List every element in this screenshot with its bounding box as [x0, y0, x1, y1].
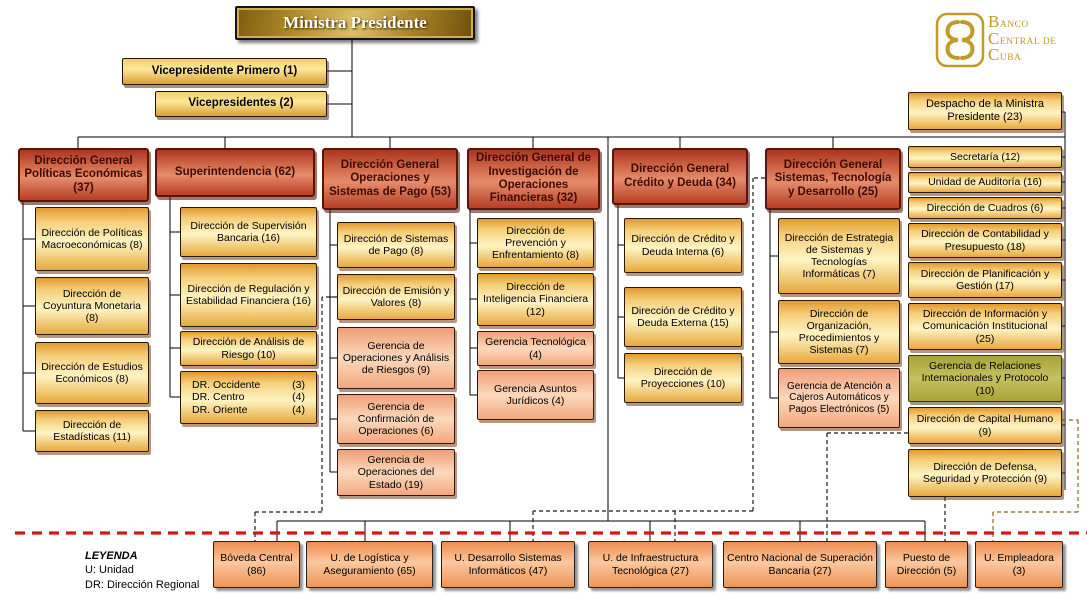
box-planificacion-gestion: Dirección de Planificación y Gestión (17… [908, 262, 1062, 298]
box-direcciones-regionales: DR. Occidente (3) DR. Centro (4) DR. Ori… [180, 371, 317, 424]
box-dg-investigacion-operaciones-financieras: Dirección General de Investigación de Op… [467, 148, 600, 210]
box-gerencia-cajeros-pagos-electronicos: Gerencia de Atención a Cajeros Automátic… [778, 368, 900, 428]
dr-centro-row: DR. Centro (4) [192, 391, 305, 404]
box-supervision-bancaria: Dirección de Supervisión Bancaria (16) [180, 207, 317, 257]
box-organizacion-procedimientos-sistemas: Dirección de Organización, Procedimiento… [778, 300, 900, 364]
box-vicepresidente-primero: Vicepresidente Primero (1) [122, 58, 327, 85]
bcc-emblem-icon [935, 12, 985, 68]
box-gerencia-operaciones-analisis-riesgos: Gerencia de Operaciones y Análisis de Ri… [337, 327, 455, 389]
box-estrategia-sistemas-tecnologias: Dirección de Estrategia de Sistemas y Te… [778, 218, 900, 294]
box-direccion-cuadros: Dirección de Cuadros (6) [908, 197, 1062, 219]
legend-item-direccion-regional: DR: Dirección Regional [85, 578, 200, 591]
box-centro-nacional-superacion-bancaria: Centro Nacional de Superación Bancaria (… [723, 541, 877, 588]
box-gerencia-tecnologica: Gerencia Tecnológica (4) [477, 331, 594, 366]
box-unidad-desarrollo-sistemas-informaticos: U. Desarrollo Sistemas Informáticos (47) [441, 541, 575, 588]
box-dg-operaciones-sistemas-pago: Dirección General Operaciones y Sistemas… [322, 148, 458, 210]
box-contabilidad-presupuesto: Dirección de Contabilidad y Presupuesto … [908, 223, 1062, 258]
box-dg-politicas-economicas: Dirección General Políticas Económicas (… [18, 148, 149, 202]
box-unidad-logistica-aseguramiento: U. de Logística y Aseguramiento (65) [306, 541, 433, 588]
legend-item-unidad: U: Unidad [85, 564, 134, 577]
box-gerencia-confirmacion-operaciones: Gerencia de Confirmación de Operaciones … [337, 394, 455, 444]
box-ministra-presidente: Ministra Presidente [235, 6, 475, 40]
box-superintendencia: Superintendencia (62) [155, 148, 315, 197]
box-capital-humano: Dirección de Capital Humano (9) [908, 407, 1062, 444]
box-estudios-economicos: Dirección de Estudios Económicos (8) [35, 342, 149, 404]
box-defensa-seguridad-proteccion: Dirección de Defensa, Seguridad y Protec… [908, 449, 1062, 497]
box-credito-deuda-externa: Dirección de Crédito y Deuda Externa (15… [624, 287, 742, 347]
box-estadisticas: Dirección de Estadísticas (11) [35, 410, 149, 452]
box-analisis-de-riesgo: Dirección de Análisis de Riesgo (10) [180, 331, 317, 366]
box-puesto-de-direccion: Puesto de Dirección (5) [885, 541, 968, 588]
box-regulacion-estabilidad-financiera: Dirección de Regulación y Estabilidad Fi… [180, 263, 317, 327]
legend: LEYENDA U: Unidad DR: Dirección Regional [85, 549, 199, 592]
box-unidad-infraestructura-tecnologica: U. de Infraestructura Tecnológica (27) [588, 541, 713, 588]
box-unidad-auditoria: Unidad de Auditoría (16) [908, 172, 1062, 193]
box-dg-sistemas-tecnologia-desarrollo: Dirección General Sistemas, Tecnología y… [765, 148, 901, 210]
box-vicepresidentes: Vicepresidentes (2) [155, 91, 327, 117]
logo-wordmark: Banco Central de Cuba [988, 11, 1057, 65]
box-sistemas-de-pago: Dirección de Sistemas de Pago (8) [337, 222, 455, 268]
legend-title: LEYENDA [85, 550, 138, 562]
box-emision-y-valores: Dirección de Emisión y Valores (8) [337, 274, 455, 320]
box-unidad-empleadora: U. Empleadora (3) [975, 541, 1063, 588]
dr-oriente-row: DR. Oriente (4) [192, 403, 305, 416]
box-proyecciones: Dirección de Proyecciones (10) [624, 353, 742, 403]
box-gerencia-relaciones-internacionales-protocolo: Gerencia de Relaciones Internacionales y… [908, 355, 1062, 402]
box-inteligencia-financiera: Dirección de Inteligencia Financiera (12… [477, 273, 594, 326]
box-coyuntura-monetaria: Dirección de Coyuntura Monetaria (8) [35, 277, 149, 335]
box-despacho-ministra-presidente: Despacho de la Ministra Presidente (23) [908, 92, 1062, 130]
box-gerencia-operaciones-estado: Gerencia de Operaciones del Estado (19) [337, 449, 455, 496]
box-credito-deuda-interna: Dirección de Crédito y Deuda Interna (6) [624, 218, 742, 273]
dr-occidente-row: DR. Occidente (3) [192, 379, 305, 392]
box-dg-credito-deuda: Dirección General Crédito y Deuda (34) [612, 148, 748, 205]
box-prevencion-enfrentamiento: Dirección de Prevención y Enfrentamiento… [477, 218, 594, 268]
box-secretaria: Secretaría (12) [908, 146, 1062, 168]
box-gerencia-asuntos-juridicos: Gerencia Asuntos Jurídicos (4) [477, 370, 594, 420]
box-informacion-comunicacion-institucional: Dirección de Información y Comunicación … [908, 303, 1062, 350]
banco-central-de-cuba-logo: Banco Central de Cuba [934, 10, 1057, 70]
box-boveda-central: Bóveda Central (86) [213, 541, 300, 588]
box-politicas-macroeconomicas: Dirección de Políticas Macroeconómicas (… [35, 207, 149, 271]
